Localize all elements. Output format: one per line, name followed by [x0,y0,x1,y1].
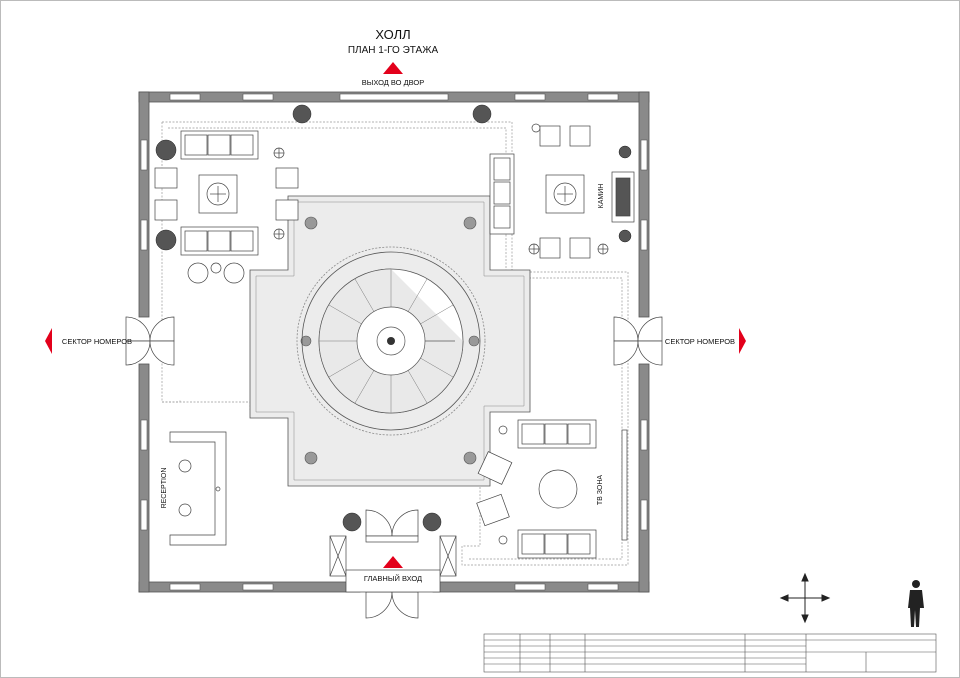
reception-desk [169,431,227,546]
spiral-staircase [296,246,486,436]
human-figure-icon [908,580,924,627]
exit-yard-label: ВЫХОД ВО ДВОР [362,78,425,87]
windows [140,93,648,591]
sector-right-arrow [739,328,746,354]
plan-title: ХОЛЛ [375,27,410,42]
sector-left-label: СЕКТОР НОМЕРОВ [62,337,132,346]
cross-arrows-icon [779,572,831,624]
tv-zone [476,419,628,559]
plan-subtitle: ПЛАН 1-ГО ЭТАЖА [348,45,439,56]
main-entrance-arrow [383,556,403,568]
tv-zone-label: ТВ ЗОНА [597,475,604,506]
main-entrance-label: ГЛАВНЫЙ ВХОД [364,574,422,583]
columns [300,216,480,465]
main-entrance [329,509,457,619]
side-doors [125,316,663,366]
sector-left-arrow [45,328,52,354]
fireplace-label: КАМИН [598,184,605,209]
plant-icons [155,104,632,532]
title-block [483,633,937,673]
lamp-icons [273,123,609,255]
lounge-top-left [154,130,299,284]
exit-yard-arrow [383,62,403,74]
reception-label: RECEPTION [161,468,168,509]
sector-right-label: СЕКТОР НОМЕРОВ [665,337,735,346]
fireplace-lounge [489,125,635,259]
